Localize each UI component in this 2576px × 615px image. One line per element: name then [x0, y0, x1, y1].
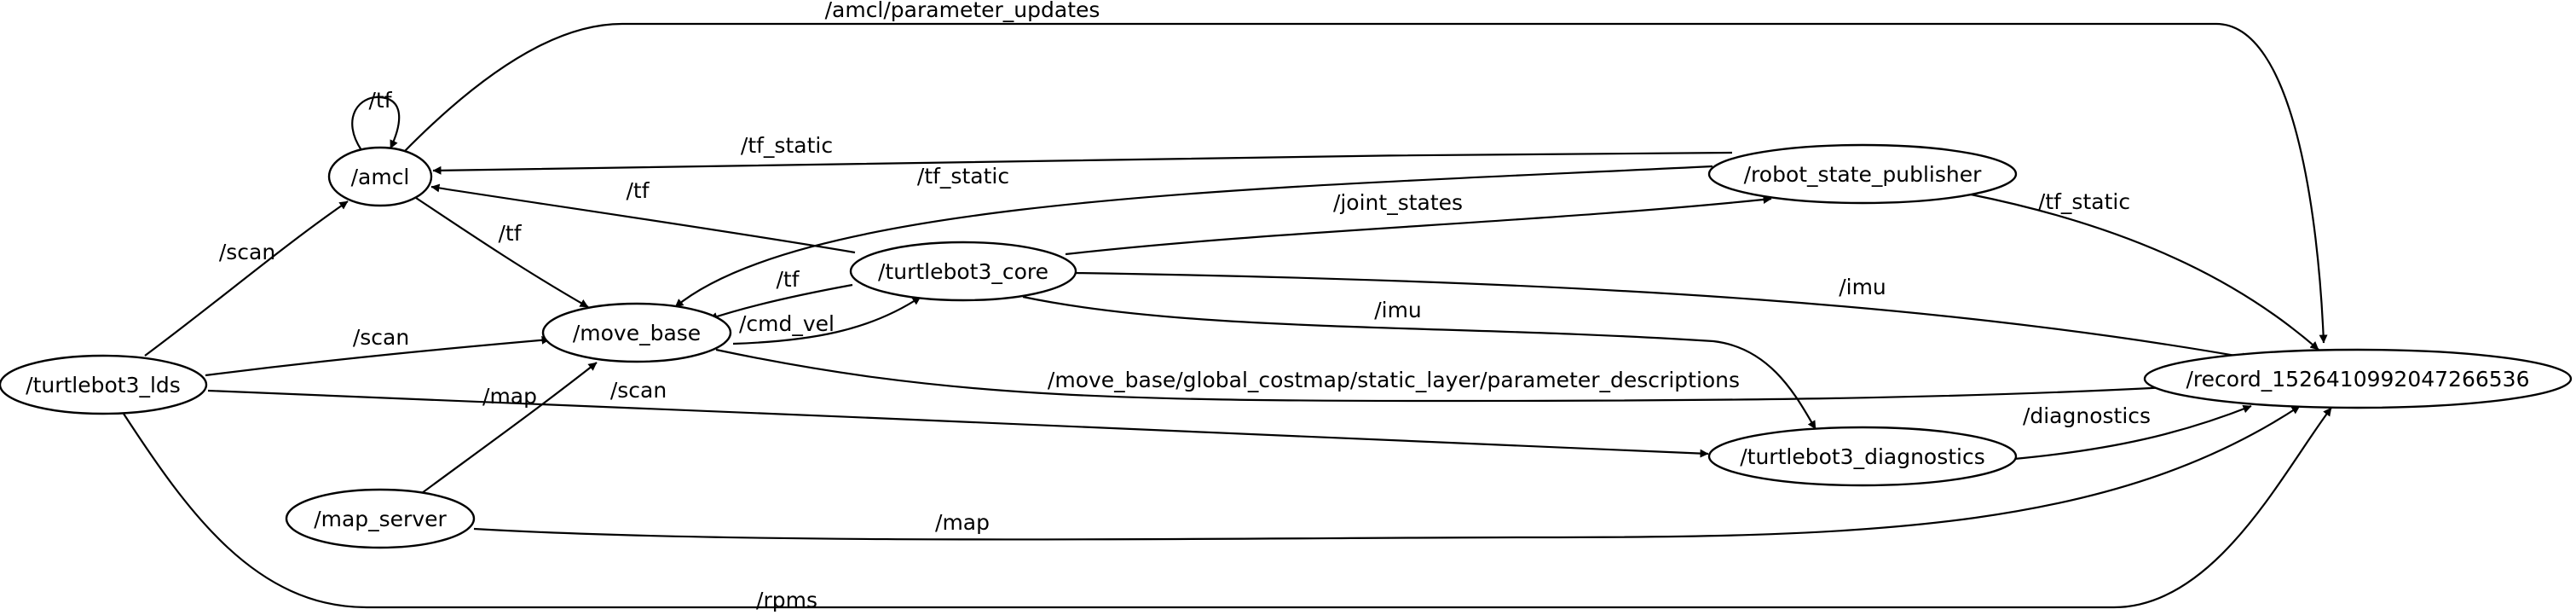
nodes: /amcl/move_base/turtlebot3_core/robot_st… [0, 143, 2573, 549]
node-turtlebot3-diagnostics[interactable]: /turtlebot3_diagnostics [1707, 426, 2018, 487]
node-amcl[interactable]: /amcl [327, 146, 433, 207]
edge-label: /tf_static [741, 133, 833, 158]
edge-line [421, 362, 598, 494]
edge-line [430, 183, 856, 254]
edge-line [205, 335, 551, 377]
edge-turtlebot3_core-to-robot_state_publisher-joint-states: /joint_states [1065, 190, 1772, 256]
edge-label: /scan [219, 240, 275, 264]
edge-label: /cmd_vel [739, 311, 835, 336]
edge-line [403, 22, 2328, 344]
edge-robot_state_publisher-to-amcl-tf-static: /tf_static [432, 133, 1733, 175]
edge-label: /rpms [756, 588, 817, 612]
edge-line [207, 389, 1709, 458]
edge-label: /imu [1374, 298, 1422, 322]
edge-label: /imu [1839, 275, 1886, 299]
edge-label: /amcl/parameter_updates [825, 0, 1100, 22]
edge-turtlebot3_core-to-record-imu: /imu [1075, 271, 2251, 362]
edge-line [1065, 195, 1772, 256]
node-ellipse[interactable] [2143, 348, 2573, 409]
edge-line [715, 348, 2200, 403]
edge-line [1075, 271, 2251, 362]
node-turtlebot3-core[interactable]: /turtlebot3_core [849, 241, 1077, 302]
node-label: /amcl [351, 165, 410, 189]
edge-label: /joint_states [1333, 190, 1463, 215]
edge-label: /tf [498, 221, 522, 246]
edge-line [1970, 193, 2319, 351]
edge-label: /tf [776, 267, 800, 292]
edge-label: /diagnostics [2023, 403, 2151, 428]
edge-turtlebot3_lds-to-move_base-scan: /scan [205, 325, 551, 377]
edge-map_server-to-move_base-map: /map [421, 362, 598, 494]
edge-line [2013, 404, 2252, 461]
node-ellipse[interactable] [0, 354, 208, 415]
edge-turtlebot3_core-to-move_base-tf: /tf [708, 267, 853, 321]
edge-turtlebot3_core-to-turtlebot3_diagnostics-imu: /imu [1022, 295, 1816, 430]
node-ellipse[interactable] [541, 302, 732, 363]
edge-turtlebot3_diagnostics-to-record-diagnostics: /diagnostics [2013, 403, 2252, 461]
node-label: /turtlebot3_core [878, 259, 1048, 284]
edge-move_base-to-record-move-base-global-costmap-static-layer-parameter-descriptions: /move_base/global_costmap/static_layer/p… [715, 348, 2200, 403]
node-move-base[interactable]: /move_base [541, 302, 732, 363]
edge-turtlebot3_lds-to-record-rpms: /rpms [123, 407, 2332, 612]
edge-label: /map [482, 384, 537, 409]
node-label: /move_base [573, 321, 701, 345]
node-ellipse[interactable] [327, 146, 433, 207]
edges: /amcl/parameter_updates/tf/tf_static/tf_… [123, 0, 2332, 612]
edge-move_base-to-turtlebot3_core-cmd-vel: /cmd_vel [732, 296, 921, 345]
node-ellipse[interactable] [849, 241, 1077, 302]
node-turtlebot3-lds[interactable]: /turtlebot3_lds [0, 354, 208, 415]
edge-amcl-to-record-amcl-parameter-updates: /amcl/parameter_updates [403, 0, 2328, 344]
node-label: /record_1526410992047266536 [2186, 367, 2530, 392]
edge-line [144, 200, 349, 357]
edge-robot_state_publisher-to-move_base-tf-static: /tf_static [674, 164, 1713, 308]
edge-line [415, 197, 589, 308]
edge-label: /tf_static [2038, 189, 2130, 214]
edge-turtlebot3_lds-to-amcl-scan: /scan [144, 200, 349, 357]
edge-line [432, 151, 1733, 175]
edge-label: /map [935, 510, 990, 535]
edge-line [351, 96, 401, 151]
edge-line [473, 405, 2301, 541]
edge-label: /scan [353, 325, 409, 350]
edge-line [1022, 295, 1816, 430]
edge-amcl-to-amcl-tf: /tf [351, 88, 401, 151]
edge-label: /tf_static [917, 164, 1009, 189]
edge-line [123, 407, 2332, 609]
edge-turtlebot3_core-to-amcl-tf: /tf [430, 178, 856, 254]
edge-label: /scan [610, 378, 667, 403]
edge-label: /tf [368, 88, 392, 113]
edge-amcl-to-move_base-tf: /tf [415, 197, 589, 308]
node-ellipse[interactable] [285, 488, 476, 549]
node-record[interactable]: /record_1526410992047266536 [2143, 348, 2573, 409]
node-label: /map_server [314, 507, 447, 531]
node-ellipse[interactable] [1707, 143, 2018, 205]
node-robot-state-publisher[interactable]: /robot_state_publisher [1707, 143, 2018, 205]
edge-line [674, 165, 1713, 308]
edge-robot_state_publisher-to-record-tf-static: /tf_static [1970, 189, 2319, 351]
edge-label: /tf [626, 178, 650, 203]
node-label: /robot_state_publisher [1744, 162, 1982, 187]
edge-line [708, 283, 853, 321]
node-ellipse[interactable] [1707, 426, 2018, 487]
node-map-server[interactable]: /map_server [285, 488, 476, 549]
edge-label: /move_base/global_costmap/static_layer/p… [1048, 368, 1740, 392]
edge-line [732, 296, 921, 345]
node-label: /turtlebot3_diagnostics [1740, 444, 1985, 469]
node-label: /turtlebot3_lds [26, 373, 181, 397]
edge-turtlebot3_lds-to-turtlebot3_diagnostics-scan: /scan [207, 378, 1709, 458]
edge-map_server-to-record-map: /map [473, 405, 2301, 541]
